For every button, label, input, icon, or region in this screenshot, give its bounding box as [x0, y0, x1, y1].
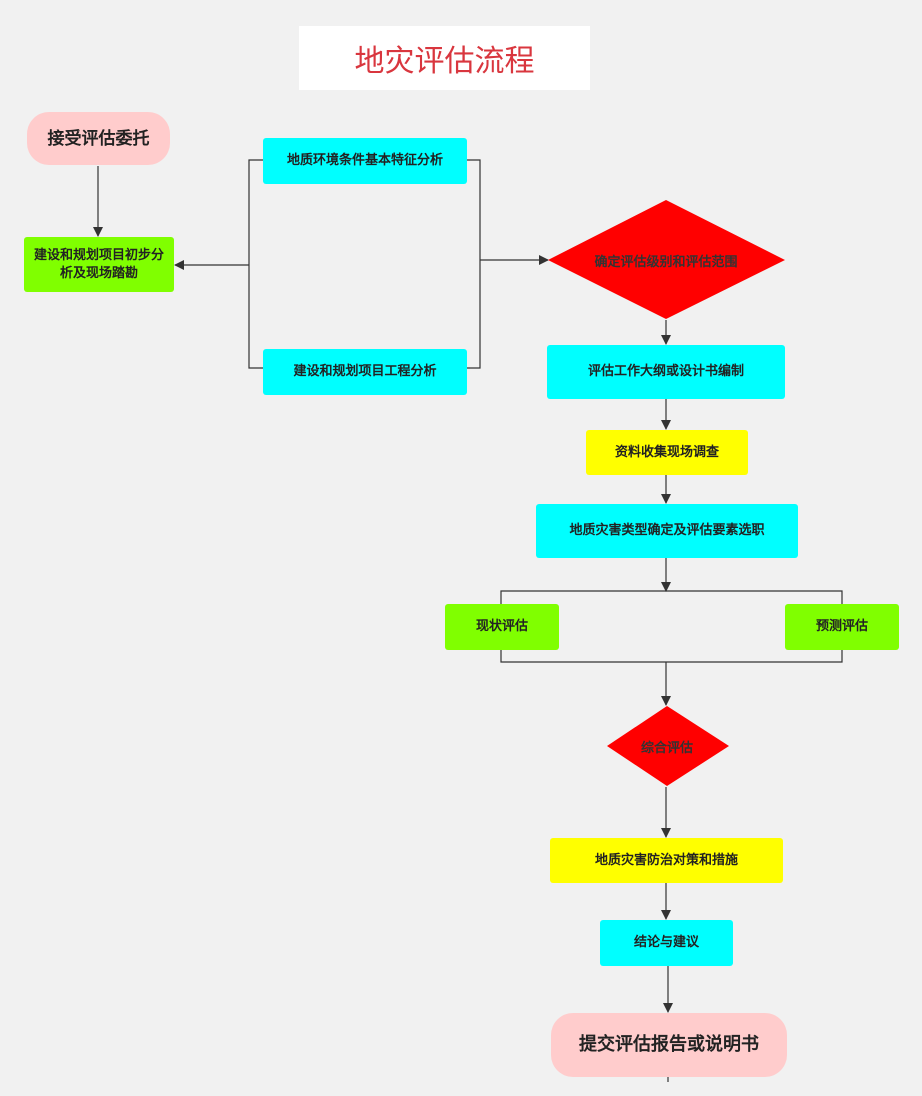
node-prevention: 地质灾害防治对策和措施 — [550, 838, 783, 883]
node-submit: 提交评估报告或说明书 — [551, 1013, 787, 1077]
node-project-analysis: 建设和规划项目工程分析 — [263, 349, 467, 395]
edge-split-bracket — [500, 590, 843, 605]
node-data-collection: 资料收集现场调查 — [586, 430, 748, 475]
label-comprehensive: 综合评估 — [640, 740, 693, 756]
diamond-determine-level — [548, 200, 785, 319]
label-determine-level: 确定评估级别和评估范围 — [594, 254, 738, 270]
node-geo-env: 地质环境条件基本特征分析 — [263, 138, 467, 184]
node-accept: 接受评估委托 — [27, 112, 170, 165]
edge-right-bracket — [467, 159, 481, 369]
node-predict-eval: 预测评估 — [785, 604, 899, 650]
node-outline: 评估工作大纲或设计书编制 — [547, 345, 785, 399]
node-current-eval: 现状评估 — [445, 604, 559, 650]
node-conclusion: 结论与建议 — [600, 920, 733, 966]
node-hazard-type: 地质灾害类型确定及评估要素选职 — [536, 504, 798, 558]
diamond-comprehensive — [607, 706, 729, 786]
edge-left-bracket — [248, 159, 263, 369]
node-prelim: 建设和规划项目初步分析及现场踏勘 — [24, 237, 174, 292]
page-title: 地灾评估流程 — [299, 26, 590, 90]
edge-merge-bracket — [500, 650, 843, 663]
